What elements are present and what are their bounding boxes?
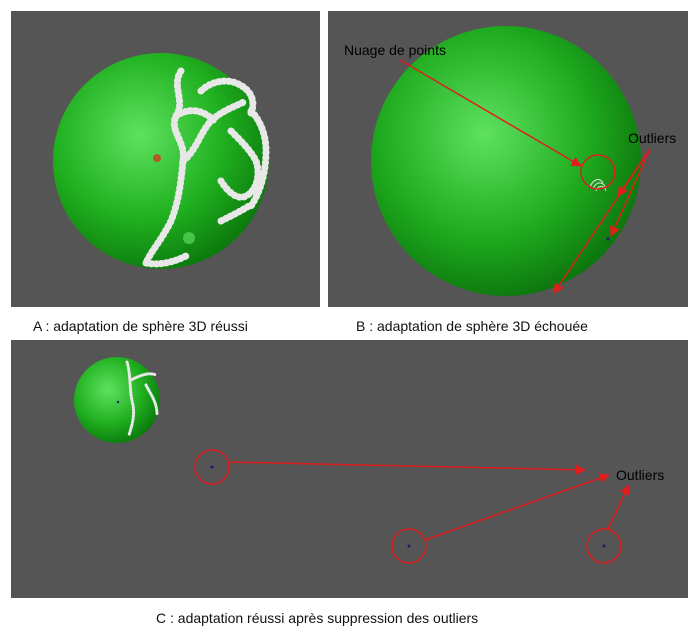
point-cloud-highlight [580,154,616,190]
outlier-circle [586,528,622,564]
sphere-center-marker [153,154,161,162]
outliers-label: Outliers [628,130,676,146]
outlier-circle [391,528,427,564]
sphere-fit-cleaned-view: Outliers [74,357,664,564]
point-cloud [125,360,159,437]
caption-a: A : adaptation de sphère 3D réussi [33,318,248,334]
panel-c: Outliers [11,340,688,598]
caption-b: B : adaptation de sphère 3D échouée [356,318,588,334]
fitted-sphere [74,357,160,443]
outlier-circle [194,449,230,485]
sphere-fit-success-view [53,53,270,269]
point-cloud [142,67,270,268]
panel-b: Nuage de points Outliers [328,11,688,307]
caption-c: C : adaptation réussi après suppression … [156,610,479,626]
point-cloud-label: Nuage de points [344,42,446,58]
panel-a [11,11,320,307]
fitted-sphere [53,53,269,269]
outliers-label: Outliers [616,467,664,483]
sphere-fit-failure-view: Nuage de points Outliers [344,26,676,296]
fitted-sphere [371,26,641,296]
